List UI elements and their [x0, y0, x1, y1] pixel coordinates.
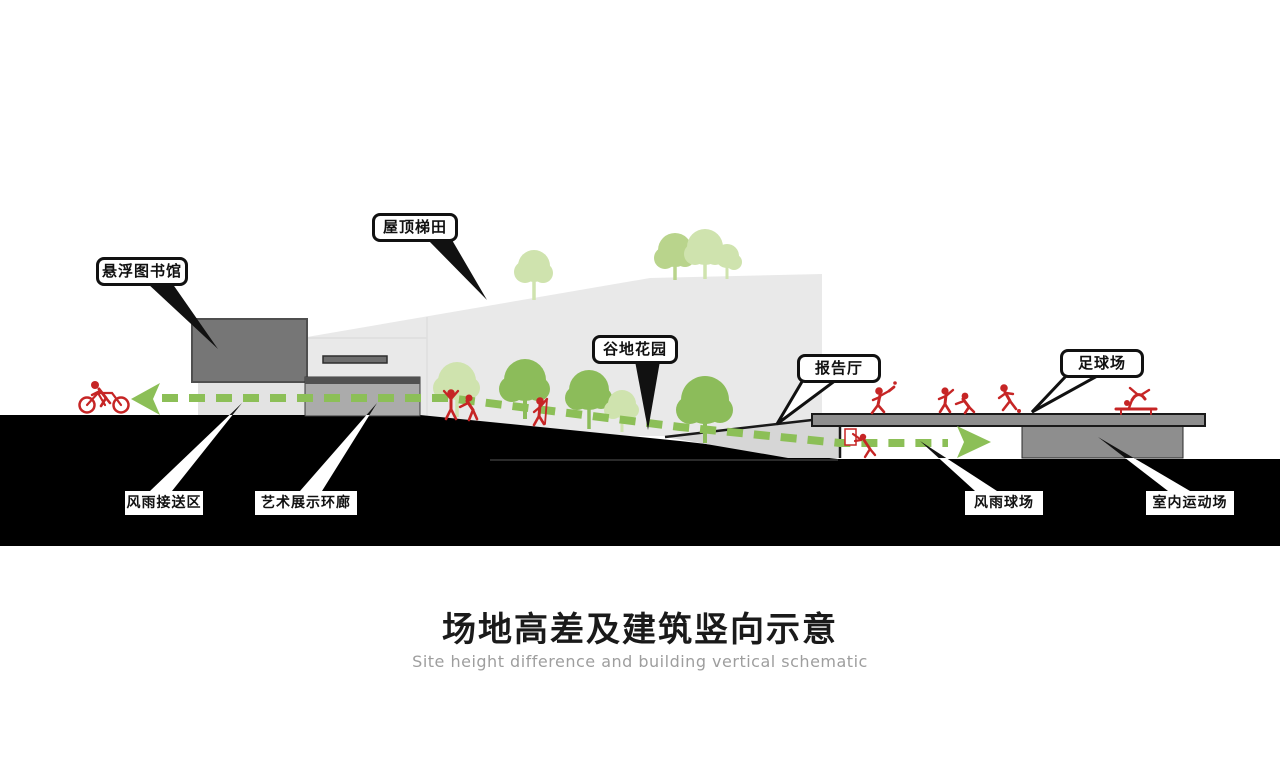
label-art-gallery-corridor: 艺术展示环廊	[255, 491, 357, 515]
tree-icon	[565, 370, 612, 429]
callout-floating-library: 悬浮图书馆	[96, 257, 188, 286]
callout-valley-garden: 谷地花园	[592, 335, 678, 364]
callout-roof-terraces: 屋顶梯田	[372, 213, 458, 242]
tennis-player-icon	[870, 381, 897, 415]
rooftop-trees	[514, 229, 742, 300]
tree-icon	[499, 359, 550, 419]
tail-pickup-area	[150, 415, 233, 491]
tail-indoor-sports	[1125, 458, 1190, 491]
tree-icon	[514, 250, 553, 300]
canopy-bar	[322, 355, 388, 364]
callout-lecture-hall: 报告厅	[797, 354, 881, 383]
green-path	[131, 383, 991, 458]
tail-floating-library	[147, 283, 218, 349]
tree-icon	[604, 390, 639, 432]
callout-football-field: 足球场	[1060, 349, 1144, 378]
walker-icon	[532, 397, 549, 427]
sports-platform-slab	[811, 413, 1206, 427]
arrow-right-icon	[957, 426, 991, 458]
tail-valley-garden	[635, 361, 660, 430]
runner-icon	[997, 384, 1021, 413]
climber-icon	[844, 428, 877, 459]
page-subtitle: Site height difference and building vert…	[412, 652, 868, 671]
tail-roof-terraces	[428, 240, 487, 300]
library-building	[191, 318, 308, 383]
gymnast-icon	[1114, 386, 1158, 415]
tail-football-field	[1030, 373, 1100, 414]
label-indoor-sports-hall: 室内运动场	[1146, 491, 1234, 515]
tail-covered-court	[938, 458, 997, 491]
figures	[78, 381, 1158, 459]
label-pickup-area: 风雨接送区	[125, 491, 203, 515]
tree-icon	[676, 376, 733, 443]
arrow-left-icon	[131, 383, 160, 415]
hikers-icon	[442, 389, 479, 422]
slope-trees	[433, 359, 733, 443]
page-title: 场地高差及建筑竖向示意	[442, 610, 838, 650]
indoor-sports-hall	[1021, 425, 1184, 459]
tail-art-gallery	[300, 415, 370, 491]
callout-tails	[147, 240, 1190, 491]
tree-icon	[715, 244, 742, 279]
cyclist-icon	[78, 381, 130, 414]
label-covered-court: 风雨球场	[965, 491, 1043, 515]
ball-players-icon	[937, 387, 976, 415]
